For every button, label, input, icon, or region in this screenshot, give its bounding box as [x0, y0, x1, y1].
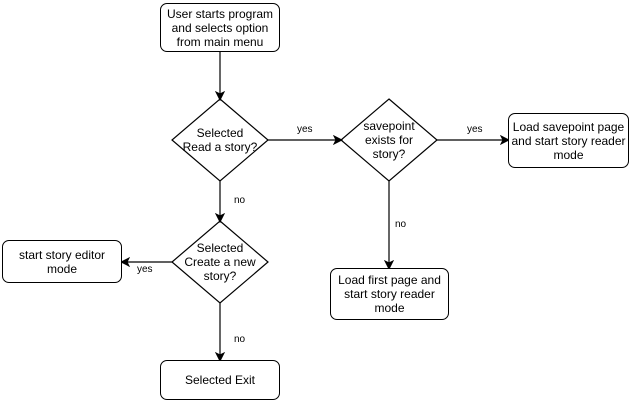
edge-label-savepoint-yes: yes — [466, 124, 484, 136]
node-exit: Selected Exit — [160, 360, 280, 400]
node-load-savepoint: Load savepoint page and start story read… — [508, 113, 629, 168]
node-create-decision-label: Selected Create a new story? — [184, 241, 256, 283]
edge-label-savepoint-no: no — [394, 219, 408, 231]
edge-label-create-yes: yes — [136, 264, 154, 276]
node-story-editor: start story editor mode — [2, 240, 122, 283]
node-start: User starts program and selects option f… — [160, 3, 280, 52]
edge-label-read-yes: yes — [296, 124, 314, 136]
edge-label-create-no: no — [233, 334, 247, 346]
edge-label-read-no: no — [233, 195, 247, 207]
node-savepoint-decision-label: savepoint exists for story? — [363, 119, 415, 161]
node-load-first-page: Load first page and start story reader m… — [330, 268, 449, 320]
node-read-decision-label: Selected Read a story? — [182, 126, 258, 154]
